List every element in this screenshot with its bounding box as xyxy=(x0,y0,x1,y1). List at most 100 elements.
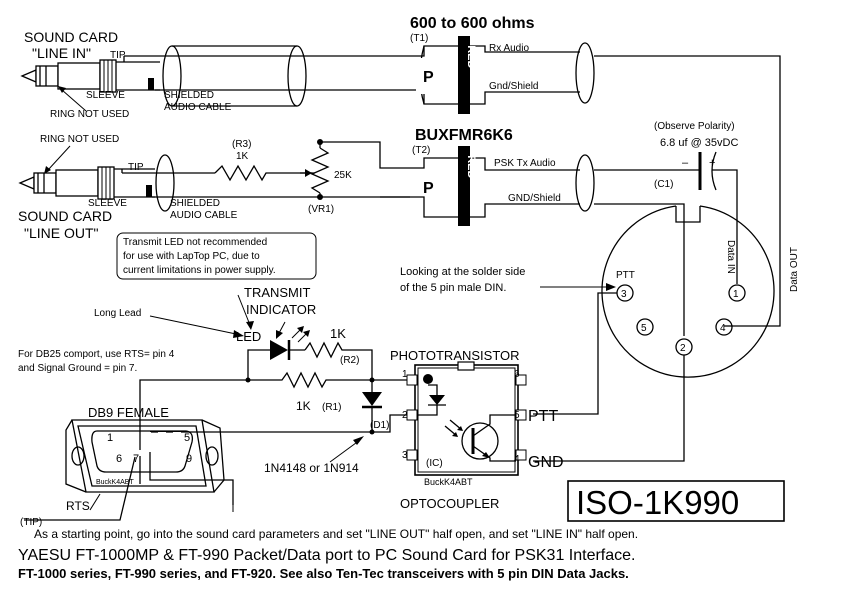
db9-pin-1: 1 xyxy=(107,432,113,444)
r2-ref: (R2) xyxy=(340,355,359,366)
t2-sec-top: PSK Tx Audio xyxy=(494,158,556,169)
vr1-val: 25K xyxy=(334,170,352,181)
line-out-sleeve: SLEEVE xyxy=(88,198,127,209)
model-label: ISO-1K990 xyxy=(576,484,739,521)
tx-indicator-1: TRANSMIT xyxy=(244,285,311,300)
r3-ref: (R3) xyxy=(232,139,251,150)
line-in-sleeve: SLEEVE xyxy=(86,90,125,101)
line-in-ring-note: RING NOT USED xyxy=(50,109,129,120)
t1-heading: 600 to 600 ohms xyxy=(410,15,535,32)
db9-pin-9: 9 xyxy=(186,453,192,465)
line-out-title1: SOUND CARD xyxy=(18,208,112,224)
db9-maker: BuckK4ABT xyxy=(96,479,134,486)
db9-rts: RTS xyxy=(66,499,90,513)
r1-val: 1K xyxy=(296,399,311,413)
led-label: LED xyxy=(236,329,261,344)
r3-resistor xyxy=(214,164,315,182)
r1-resistor xyxy=(248,371,372,389)
opto-title: PHOTOTRANSISTOR xyxy=(390,348,520,363)
long-lead: Long Lead xyxy=(94,308,141,319)
footer-line-1: As a starting point, go into the sound c… xyxy=(34,527,638,541)
transformer-t1 xyxy=(410,36,580,114)
t1-primary-label: P xyxy=(423,69,434,86)
t2-sec-bot: GND/Shield xyxy=(508,193,561,204)
footer-line-2: YAESU FT-1000MP & FT-990 Packet/Data por… xyxy=(18,547,635,564)
led-note-3: current limitations in power supply. xyxy=(123,265,276,276)
opto-pin-5: 5 xyxy=(514,410,520,421)
line-in-tip: TIP xyxy=(110,50,126,61)
diode-part: 1N4148 or 1N914 xyxy=(264,461,359,475)
t2-primary-label: P xyxy=(423,180,434,197)
led-note-box xyxy=(116,232,317,280)
line-in-title1: SOUND CARD xyxy=(24,29,118,45)
din-note-1: Looking at the solder side xyxy=(400,266,525,278)
model-box xyxy=(567,480,785,522)
din-pin-3: 3 xyxy=(621,289,627,300)
line-out-plug xyxy=(18,166,155,200)
din-pin-5: 5 xyxy=(641,323,647,334)
line-in-plug xyxy=(20,55,410,93)
t2-heading: BUXFMR6K6 xyxy=(415,127,513,144)
opto-ic-ref: (IC) xyxy=(426,458,443,469)
r2-resistor xyxy=(304,341,373,380)
din-data-out: Data OUT xyxy=(789,247,800,292)
cap-minus: – xyxy=(682,157,689,169)
led xyxy=(270,340,288,360)
opto-subtitle: OPTOCOUPLER xyxy=(400,496,499,511)
t2-ref: (T2) xyxy=(412,145,430,156)
line-in-title2: "LINE IN" xyxy=(32,45,91,61)
din-ptt: PTT xyxy=(616,270,635,281)
opto-gnd-label: GND xyxy=(528,454,564,471)
r2-val: 1K xyxy=(330,326,346,341)
db25-note-1: For DB25 comport, use RTS= pin 4 xyxy=(18,349,175,360)
db9-title: DB9 FEMALE xyxy=(88,405,169,420)
line-out-ring-note: RING NOT USED xyxy=(40,134,119,145)
led-note-1: Transmit LED not recommended xyxy=(123,237,267,248)
din-pin-2: 2 xyxy=(680,343,686,354)
cap-plus: + xyxy=(709,157,715,169)
din-connector xyxy=(601,205,775,378)
transformer-t2 xyxy=(410,146,580,226)
t1-ref: (T1) xyxy=(410,33,428,44)
line-out-title2: "LINE OUT" xyxy=(24,225,99,241)
opto-pin-3: 3 xyxy=(402,450,408,461)
t2-core-label: "RED" xyxy=(465,150,477,184)
opto-pin-4: 4 xyxy=(514,454,520,465)
opto-pin-1: 1 xyxy=(402,369,408,380)
db9-pin-6: 6 xyxy=(116,453,122,465)
opto-pin-6: 6 xyxy=(514,369,520,380)
d1-diode xyxy=(362,392,382,406)
led-note-2: for use with LapTop PC, due to xyxy=(123,251,260,262)
line-out-cable2: AUDIO CABLE xyxy=(170,210,238,221)
footer-line-3: FT-1000 series, FT-990 series, and FT-92… xyxy=(18,566,629,581)
line-in-cable2: AUDIO CABLE xyxy=(164,102,232,113)
cap-val: 6.8 uf @ 35vDC xyxy=(660,137,738,149)
r3-val: 1K xyxy=(236,151,249,162)
c1-capacitor xyxy=(698,151,717,191)
opto-pin-2: 2 xyxy=(402,410,408,421)
cap-ref: (C1) xyxy=(654,179,673,190)
opto-ptt-label: PTT xyxy=(528,408,558,425)
d1-ref: (D1) xyxy=(370,420,389,431)
db9-connector xyxy=(65,419,225,493)
vr1-potentiometer xyxy=(310,147,330,194)
cap-note: (Observe Polarity) xyxy=(654,121,735,132)
line-in-cable1: SHIELDED xyxy=(164,90,214,101)
tx-indicator-2: INDICATOR xyxy=(246,302,316,317)
din-pin-4: 4 xyxy=(720,323,726,334)
db25-note-2: and Signal Ground = pin 7. xyxy=(18,363,137,374)
line-out-tip: TIP xyxy=(128,162,144,173)
din-note-2: of the 5 pin male DIN. xyxy=(400,282,506,294)
opto-maker: BuckK4ABT xyxy=(424,477,473,487)
db9-tip-label: (TIP) xyxy=(20,517,42,528)
t1-core-label: "RED" xyxy=(465,40,477,74)
line-out-cable1: SHIELDED xyxy=(170,198,220,209)
vr1-ref: (VR1) xyxy=(308,204,334,215)
din-pin-1: 1 xyxy=(733,289,739,300)
din-data-in: Data IN xyxy=(725,240,736,274)
optocoupler-ic xyxy=(406,361,527,476)
db9-pin-7: 7 xyxy=(133,453,139,465)
r1-ref: (R1) xyxy=(322,402,341,413)
